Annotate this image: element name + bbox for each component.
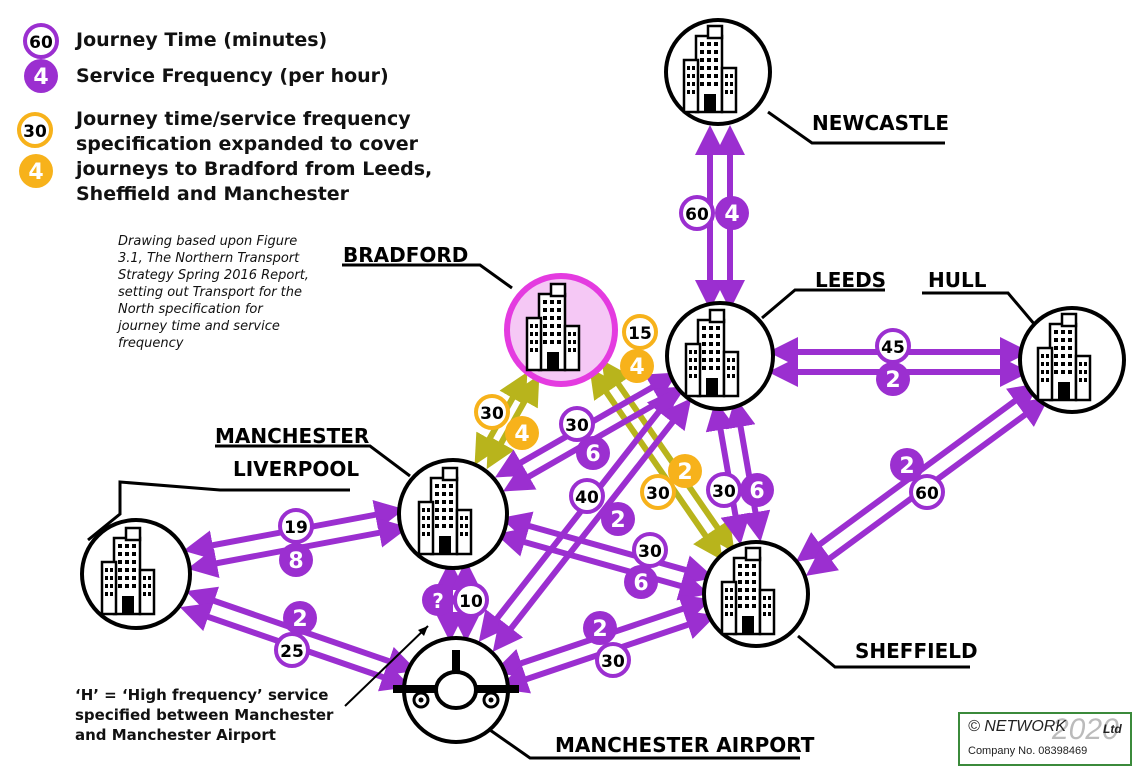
hnote-pointer [344,625,429,707]
city-node-hull [1018,306,1126,414]
badge-time-leeds-hull: 45 [881,338,905,358]
source-note-line: setting out Transport for the [118,285,302,300]
badge-freq-manchester-sheffield: 6 [633,571,648,596]
high-frequency-note: ‘H’ = ‘High frequency’ service specified… [75,685,355,745]
legend-expanded-line: Journey time/service frequency [76,108,411,130]
legend-freq-label: Service Frequency (per hour) [76,65,389,87]
badge-freq-leeds-sheffield: 6 [749,479,764,504]
badge-freq-bradford-sheffield: 2 [677,460,692,485]
copyright-name-line: © NETWORK [968,718,1066,736]
legend-badges: 60 4 30 4 [17,23,59,188]
legend-badge-exp-time: 30 [23,122,47,142]
city-node-airport [393,636,519,744]
copyright-year: 2020 [1052,713,1119,746]
city-node-liverpool [80,518,192,630]
source-note-line: 3.1, The Northern Transport [118,251,300,266]
service-lines [179,125,1050,694]
source-note-line: journey time and service [118,319,280,334]
badge-freq-newcastle-leeds: 4 [724,202,739,227]
badge-time-airport-sheffield: 30 [601,652,625,672]
legend-expanded-text: Journey time/service frequency specifica… [76,107,496,207]
copyright-symbol: © [968,718,980,735]
link-badges: 60 4 45 2 30 6 2 60 30 6 40 [274,195,945,678]
hnote-line: ‘H’ = ‘High frequency’ service [75,686,329,704]
source-note-line: frequency [118,336,184,351]
badge-freq-liverpool-airport: 2 [292,607,307,632]
city-label-newcastle: NEWCASTLE [812,111,949,135]
line-manchester-sheffield-b [495,527,710,601]
legend-expanded-line: journeys to Bradford from Leeds, [76,158,433,180]
city-node-leeds [665,301,775,411]
city-label-sheffield: SHEFFIELD [855,639,978,663]
copyright-suffix: Ltd [1103,722,1122,736]
badge-freq-bradford-manchester: 4 [514,422,529,447]
badge-freq-bradford-leeds: 4 [629,355,644,380]
badge-time-newcastle-leeds: 60 [685,205,709,225]
city-label-liverpool: LIVERPOOL [233,457,359,481]
city-node-manchester [397,458,509,570]
legend-badge-exp-freq: 4 [28,160,43,185]
city-node-newcastle [664,18,772,126]
airplane-icon [393,650,519,710]
badge-time-manchester-leeds: 30 [565,416,589,436]
legend-badge-freq: 4 [33,65,48,90]
city-label-airport: MANCHESTER AIRPORT [555,733,815,757]
badge-freq-airport-leeds: 2 [610,508,625,533]
badge-freq-liverpool-manchester: 8 [288,549,303,574]
badge-time-airport-leeds: 40 [575,488,599,508]
line-leeds-sheffield-b [725,397,771,542]
source-note-line: Drawing based upon Figure [118,234,298,249]
legend-expanded-line: specification expanded to cover [76,133,419,155]
source-note-line: Strategy Spring 2016 Report, [118,268,309,283]
badge-freq-hull-sheffield: 2 [899,454,914,479]
badge-freq-manchester-leeds: 6 [585,442,600,467]
badge-time-leeds-sheffield: 30 [712,482,736,502]
label-leaders [87,110,1037,760]
hnote-line: and Manchester Airport [75,726,276,744]
city-label-bradford: BRADFORD [343,243,468,267]
badge-freq-leeds-hull: 2 [885,368,900,393]
city-label-hull: HULL [928,268,987,292]
copyright-box: 2020 © NETWORK Ltd Company No. 08398469 [958,712,1132,766]
city-label-manchester: MANCHESTER [215,424,369,448]
badge-time-liverpool-airport: 25 [280,642,304,662]
city-label-leeds: LEEDS [815,268,886,292]
source-note: Drawing based upon Figure 3.1, The North… [118,233,318,352]
badge-time-hull-sheffield: 60 [915,484,939,504]
copyright-name: NETWORK [984,718,1067,735]
city-node-sheffield [702,540,810,648]
city-labels: NEWCASTLE LEEDS HULL BRADFORD MANCHESTER… [215,111,987,757]
badge-freq-manchester-airport: ? [432,589,444,613]
company-number: Company No. 08398469 [968,745,1088,757]
city-node-bradford [504,273,618,387]
badge-time-bradford-leeds: 15 [628,324,652,344]
badge-freq-airport-sheffield: 2 [592,617,607,642]
hnote-line: specified between Manchester [75,706,334,724]
badge-time-bradford-sheffield: 30 [646,484,670,504]
legend-expanded-line: Sheffield and Manchester [76,183,350,205]
badge-time-manchester-sheffield: 30 [638,542,662,562]
badge-time-liverpool-manchester: 19 [284,518,308,538]
legend-badge-time: 60 [29,33,53,53]
badge-time-bradford-manchester: 30 [480,404,504,424]
source-note-line: North specification for [118,302,263,317]
legend-time-label: Journey Time (minutes) [76,29,328,51]
badge-time-manchester-airport: 10 [459,592,483,612]
